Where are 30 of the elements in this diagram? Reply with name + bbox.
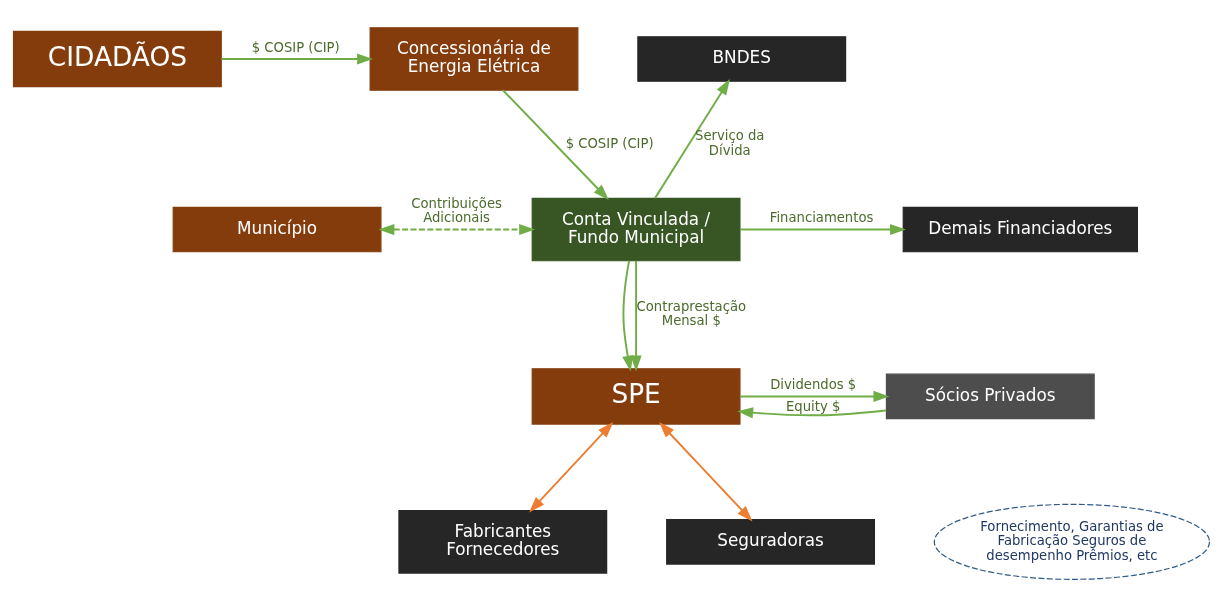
edge-label: Equity $ — [786, 398, 841, 414]
node-box: Fabricantes Fornecedores — [398, 509, 608, 574]
node-box: Demais Financiadores — [902, 206, 1138, 252]
arrow — [739, 390, 890, 402]
arrow — [630, 259, 642, 371]
arrow — [659, 421, 753, 521]
node-box: BNDES — [637, 35, 847, 82]
edge-label: Contribuições Adicionais — [411, 195, 502, 225]
arrow — [502, 88, 609, 200]
arrow — [654, 78, 730, 199]
node-box: CIDADÃOS — [12, 30, 222, 87]
node-box: Conta Vinculada / Fundo Municipal — [531, 197, 741, 261]
node-box: Seguradoras — [666, 518, 875, 565]
node-box: Sócios Privados — [885, 373, 1095, 419]
edge-label: Contraprestação Mensal $ — [636, 298, 747, 328]
edge-label: Financiamentos — [769, 209, 874, 225]
arrow — [529, 421, 614, 512]
arrow — [378, 223, 536, 235]
arrow — [622, 259, 634, 372]
node-box: SPE — [531, 367, 741, 425]
edge-label: $ COSIP (CIP) — [565, 135, 654, 151]
node-box: Concessionária de Energia Elétrica — [369, 26, 579, 91]
node-ellipse: Fornecimento, Garantias de Fabricação Seguros de desempenho Prêmios, etc — [933, 503, 1211, 580]
edge-label: Serviço da Dívida — [695, 127, 765, 158]
edge-label: $ COSIP (CIP) — [251, 39, 340, 55]
node-box: Município — [172, 206, 382, 252]
arrow — [220, 52, 373, 65]
arrow — [737, 406, 888, 418]
arrow — [739, 223, 906, 235]
edge-label: Dividendos $ — [770, 376, 857, 392]
